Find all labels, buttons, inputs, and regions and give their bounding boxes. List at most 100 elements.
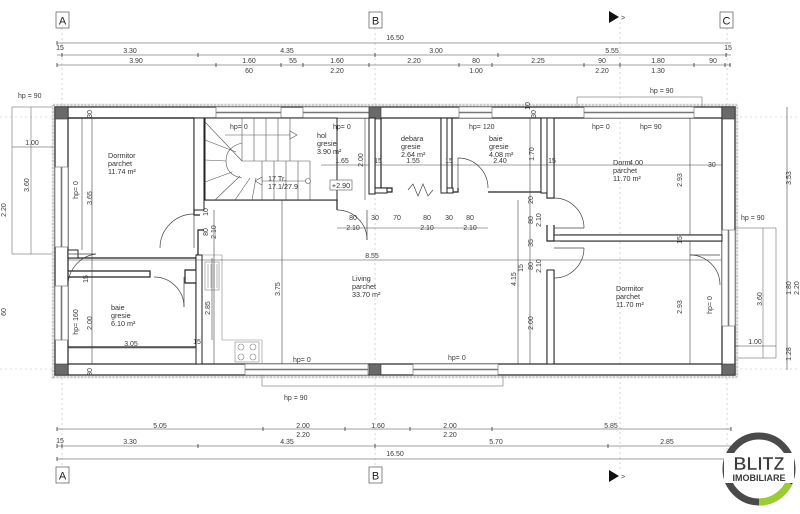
svg-text:hp= 0: hp= 0: [73, 181, 80, 199]
svg-text:80: 80: [203, 228, 210, 236]
svg-text:2.10: 2.10: [211, 225, 218, 239]
svg-text:2.25: 2.25: [531, 58, 545, 65]
svg-text:1.65: 1.65: [335, 158, 349, 165]
svg-text:2.00: 2.00: [87, 316, 94, 330]
svg-text:hp = 90: hp = 90: [650, 88, 674, 95]
windows-left: [54, 166, 69, 341]
svg-text:>: >: [621, 474, 625, 481]
room-baie-right: baie gresie 4.08 m² 2.40 1.70: [489, 134, 536, 165]
svg-text:hp= 120: hp= 120: [469, 124, 495, 131]
svg-text:5.55: 5.55: [605, 48, 619, 55]
axis-gridlines: [0, 22, 800, 470]
svg-text:2.64 m²: 2.64 m²: [401, 150, 426, 159]
room-living: Living parchet 33.70 m² 8.55 3.75: [275, 253, 381, 299]
svg-text:3.53: 3.53: [786, 171, 793, 185]
svg-text:gresie: gresie: [111, 311, 131, 320]
svg-text:gresie: gresie: [401, 142, 421, 151]
svg-text:15: 15: [724, 45, 732, 52]
svg-text:20: 20: [528, 196, 535, 204]
door-swings: [67, 157, 721, 308]
svg-text:3.60: 3.60: [757, 292, 764, 306]
windows-right: [721, 229, 736, 327]
room-dormitor-bottom-right: Dormitor parchet 11.70 m² 2.93: [616, 284, 684, 314]
svg-text:60: 60: [245, 68, 253, 75]
svg-text:15: 15: [193, 339, 201, 346]
left-bay-window: 1.00 3.60 2.20 60 hp = 90: [1, 93, 53, 316]
svg-text:hp= 90: hp= 90: [640, 124, 662, 131]
svg-text:15: 15: [548, 158, 556, 165]
svg-text:80: 80: [528, 262, 535, 270]
svg-text:30: 30: [87, 368, 94, 376]
logo-text-blitz: BLITZ: [734, 454, 785, 474]
svg-text:hp= 0: hp= 0: [448, 355, 466, 362]
svg-text:90: 90: [709, 58, 717, 65]
interior-small-dimensions: 30 30 30 10 30 15 15 15 15 15 15 15 10 8…: [83, 102, 716, 376]
svg-text:3.90: 3.90: [129, 58, 143, 65]
svg-text:hp= 0: hp= 0: [293, 357, 311, 364]
svg-text:B: B: [372, 16, 379, 28]
svg-text:5.85: 5.85: [604, 423, 618, 430]
svg-text:1.60: 1.60: [371, 423, 385, 430]
svg-text:parchet: parchet: [613, 166, 637, 175]
blitz-imobiliare-logo: BLITZ IMOBILIARE: [722, 432, 796, 506]
svg-text:4.15: 4.15: [511, 272, 518, 286]
svg-text:8.55: 8.55: [365, 253, 379, 260]
svg-text:hp= 0: hp= 0: [230, 124, 248, 131]
svg-text:2.85: 2.85: [660, 439, 674, 446]
interior-wall-bands: [67, 117, 723, 365]
svg-text:1.00: 1.00: [469, 68, 483, 75]
svg-text:1.60: 1.60: [242, 58, 256, 65]
svg-text:3.30: 3.30: [123, 48, 137, 55]
svg-text:5.05: 5.05: [153, 423, 167, 430]
svg-text:baie: baie: [111, 303, 125, 312]
sill-height-labels: hp= 0 hp= 0 hp= 120 hp= 0 hp= 90 hp= 0 h…: [73, 124, 714, 402]
svg-text:30: 30: [708, 162, 716, 169]
svg-text:hp= 0: hp= 0: [707, 296, 714, 314]
svg-text:15: 15: [374, 158, 382, 165]
svg-text:+2.90: +2.90: [332, 181, 350, 190]
svg-text:hp= 0: hp= 0: [333, 124, 351, 131]
svg-text:hp = 90: hp = 90: [741, 215, 765, 222]
svg-text:60: 60: [1, 308, 8, 316]
svg-text:30: 30: [371, 215, 379, 222]
svg-text:30: 30: [531, 110, 538, 118]
svg-text:4.08 m²: 4.08 m²: [489, 150, 514, 159]
room-baie-left: baie gresie 6.10 m² 3.05 2.00: [87, 303, 138, 348]
top-right-bay: hp = 90: [576, 88, 703, 107]
svg-text:2.10: 2.10: [463, 225, 477, 232]
svg-text:3.00: 3.00: [429, 48, 443, 55]
svg-text:80: 80: [472, 58, 480, 65]
svg-text:A: A: [59, 471, 67, 483]
section-marker-top: >: [609, 11, 625, 23]
svg-text:baie: baie: [489, 134, 503, 143]
svg-text:2.93: 2.93: [677, 173, 684, 187]
svg-text:3.30: 3.30: [123, 439, 137, 446]
room-hol: hol gresie 3.90 m² 1.65 2.00: [317, 131, 365, 167]
svg-text:1.28: 1.28: [786, 347, 793, 361]
svg-text:10: 10: [203, 208, 210, 216]
svg-text:15: 15: [56, 45, 64, 52]
svg-text:Living: Living: [352, 274, 371, 283]
svg-text:hp = 90: hp = 90: [18, 93, 42, 100]
svg-text:15: 15: [445, 158, 453, 165]
svg-text:2.00: 2.00: [358, 153, 365, 167]
svg-text:90: 90: [598, 58, 606, 65]
svg-text:80: 80: [528, 216, 535, 224]
svg-text:1.30: 1.30: [651, 68, 665, 75]
svg-text:30: 30: [87, 110, 94, 118]
svg-text:80: 80: [349, 215, 357, 222]
svg-text:hp= 0: hp= 0: [592, 124, 610, 131]
svg-text:70: 70: [393, 215, 401, 222]
svg-text:6.10 m²: 6.10 m²: [111, 319, 136, 328]
svg-text:30: 30: [445, 215, 453, 222]
svg-text:2.10: 2.10: [536, 213, 543, 227]
svg-text:2.20: 2.20: [595, 68, 609, 75]
svg-text:hol: hol: [317, 131, 327, 140]
svg-text:gresie: gresie: [489, 142, 509, 151]
svg-text:A: A: [59, 16, 67, 28]
svg-text:1.55: 1.55: [406, 158, 420, 165]
svg-text:2.10: 2.10: [346, 225, 360, 232]
svg-text:parchet: parchet: [108, 159, 132, 168]
svg-text:Dormitor: Dormitor: [616, 284, 644, 293]
